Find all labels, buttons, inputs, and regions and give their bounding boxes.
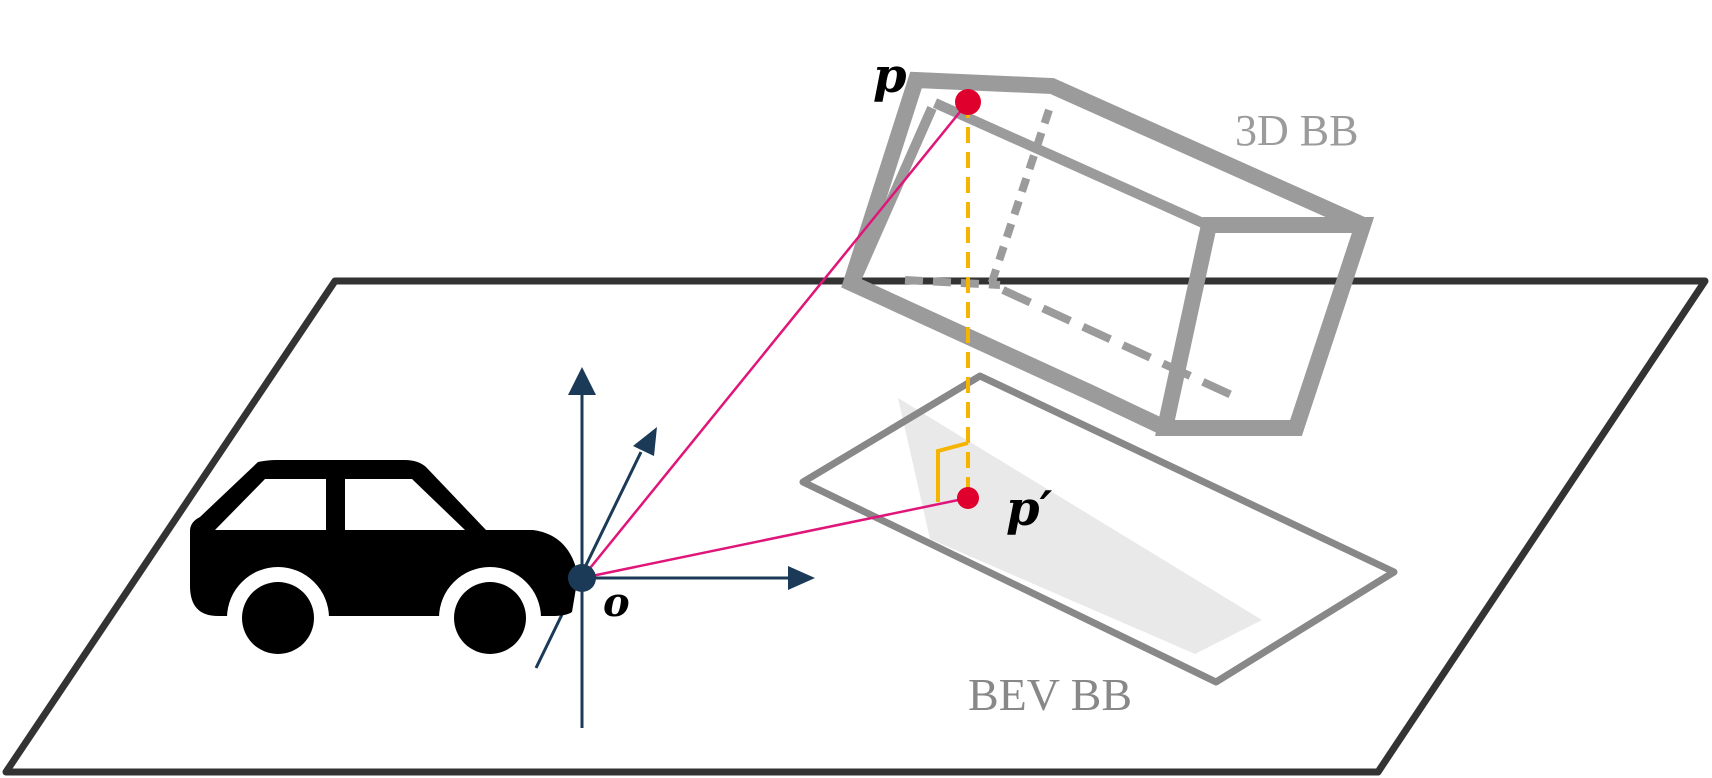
car-wheel-front — [242, 582, 314, 654]
axis-diagonal — [534, 451, 643, 669]
axis-vertical-arrowhead — [568, 367, 596, 395]
car-icon — [190, 460, 578, 669]
right-angle-marker — [936, 441, 969, 502]
car-window-rear — [345, 479, 465, 530]
axis-diagonal-arrowhead — [633, 427, 657, 456]
bev-box-outline — [799, 372, 1398, 686]
box-hidden-edge-bottom — [904, 276, 1001, 289]
label-p-prime: p′ — [1006, 481, 1053, 537]
bev-box-footprint — [898, 398, 1262, 654]
ray-to-p-prime — [581, 496, 969, 580]
car-wheel-rear — [454, 582, 526, 654]
ray-to-p — [581, 101, 969, 579]
box-front-face — [1155, 217, 1375, 436]
label-p: p — [873, 48, 907, 104]
ground-plane — [2, 277, 1709, 776]
axis-horizontal-arrowhead — [788, 566, 815, 590]
car-window-front — [215, 479, 326, 530]
box-hidden-edge-depth — [1001, 286, 1240, 402]
box-hidden-edge-vertical — [986, 108, 1053, 290]
label-bev-bb: BEV BB — [968, 669, 1132, 720]
point-p-prime — [957, 487, 979, 509]
point-p — [955, 89, 981, 115]
origin-point — [568, 564, 596, 592]
box-top-edge — [932, 98, 1217, 233]
label-origin: o — [603, 579, 630, 626]
label-3d-bb: 3D BB — [1235, 106, 1358, 155]
bounding-box-3d — [841, 71, 1375, 436]
